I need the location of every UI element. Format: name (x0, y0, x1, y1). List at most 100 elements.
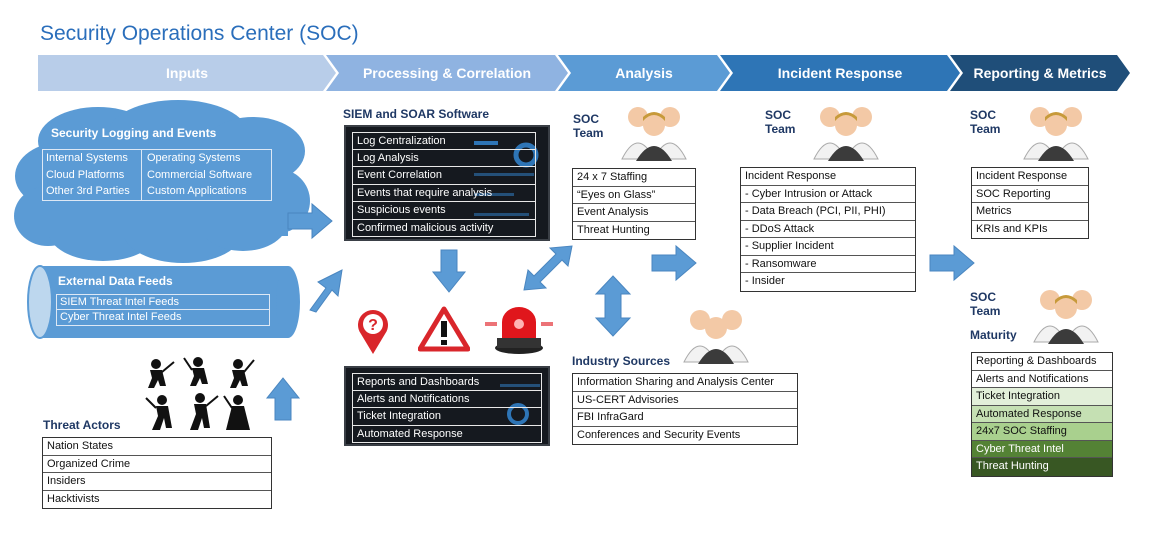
incident-item: - Insider (745, 275, 785, 287)
outputs-list: Reports and Dashboards Alerts and Notifi… (352, 373, 542, 443)
feed-item: Cyber Threat Intel Feeds (56, 310, 270, 326)
output-item: Ticket Integration (352, 408, 542, 426)
phase-incident-response: Incident Response (720, 55, 960, 91)
team-people-icon (683, 310, 749, 364)
reporting-item: KRIs and KPIs (976, 222, 1048, 235)
analysis-team-label: SOC Team (573, 112, 604, 140)
threat-actors-title: Threat Actors (43, 418, 121, 432)
analysis-item: 24 x 7 Staffing (573, 169, 695, 187)
output-item: Automated Response (352, 425, 542, 443)
analysis-item: Threat Hunting (577, 223, 650, 236)
arrow-right-icon (287, 202, 333, 240)
reporting-item: Incident Response (972, 168, 1088, 186)
industry-title: Industry Sources (572, 354, 671, 368)
maturity-item: Automated Response (972, 405, 1112, 423)
maturity-item: Cyber Threat Intel (972, 440, 1112, 458)
maturity-team-label: SOC Team (970, 290, 1001, 318)
output-item: Alerts and Notifications (352, 390, 542, 408)
warning-icon (418, 306, 470, 352)
siem-item: Event Correlation (352, 167, 536, 185)
maturity-item: Threat Hunting (972, 458, 1112, 476)
feed-item: SIEM Threat Intel Feeds (56, 294, 270, 310)
industry-item: Conferences and Security Events (577, 428, 741, 441)
cloud-shape (14, 100, 310, 263)
logging-source: Internal Systems (46, 152, 128, 164)
logging-source: Operating Systems (147, 152, 241, 164)
arrow-up-right-icon (309, 269, 343, 313)
arrow-right-icon (929, 244, 975, 282)
feeds-table: SIEM Threat Intel Feeds Cyber Threat Int… (56, 294, 270, 326)
team-people-icon (1023, 107, 1089, 161)
threat-actor-item: Hacktivists (47, 492, 100, 505)
maturity-title: Maturity (970, 328, 1017, 342)
team-people-icon (621, 107, 687, 161)
phase-banner: Inputs Processing & Correlation Analysis… (38, 55, 1130, 91)
page-title: Security Operations Center (SOC) (40, 22, 359, 45)
incident-table: Incident Response - Cyber Intrusion or A… (740, 167, 916, 292)
analysis-item: “Eyes on Glass” (573, 187, 695, 204)
siem-title: SIEM and SOAR Software (343, 107, 490, 121)
output-item: Reports and Dashboards (352, 373, 542, 391)
maturity-item: 24x7 SOC Staffing (972, 423, 1112, 441)
logging-left-column: Internal Systems Cloud Platforms Other 3… (43, 150, 142, 200)
reporting-item: SOC Reporting (972, 186, 1088, 203)
industry-table: Information Sharing and Analysis Center … (572, 373, 798, 445)
siem-item: Events that require analysis (352, 184, 536, 202)
alarm-siren-icon (485, 307, 553, 354)
incident-item: - DDoS Attack (741, 221, 915, 238)
incident-team-label: SOC Team (765, 108, 796, 136)
maturity-item: Alerts and Notifications (972, 370, 1112, 388)
outputs-panel: Reports and Dashboards Alerts and Notifi… (344, 366, 550, 446)
incident-item: - Data Breach (PCI, PII, PHI) (741, 203, 915, 221)
siem-panel: Log Centralization Log Analysis Event Co… (344, 125, 550, 241)
phase-processing: Processing & Correlation (326, 55, 568, 91)
analysis-item: Event Analysis (573, 204, 695, 222)
reporting-item: Metrics (972, 203, 1088, 221)
logging-source: Commercial Software (147, 168, 253, 181)
incident-item: Incident Response (741, 168, 915, 186)
phase-inputs: Inputs (38, 55, 336, 91)
industry-item: FBI InfraGard (573, 409, 797, 427)
phase-analysis: Analysis (558, 55, 730, 91)
analysis-table: 24 x 7 Staffing “Eyes on Glass” Event An… (572, 168, 696, 240)
ninja-silhouettes-icon (145, 357, 255, 430)
dashboard-graphic (500, 384, 540, 425)
question-pin-icon: ? (358, 310, 388, 354)
logging-right-column: Operating Systems Commercial Software Cu… (144, 150, 272, 200)
logging-source: Other 3rd Parties (46, 185, 130, 198)
siem-item: Suspicious events (352, 202, 536, 220)
phase-reporting: Reporting & Metrics (950, 55, 1130, 91)
arrow-up-icon (265, 377, 301, 421)
team-people-icon (1033, 290, 1099, 344)
maturity-table: Reporting & Dashboards Alerts and Notifi… (971, 352, 1113, 477)
arrow-right-icon (651, 244, 697, 282)
threat-actor-item: Insiders (43, 473, 271, 491)
arrow-down-icon (431, 249, 467, 293)
siem-item: Confirmed malicious activity (352, 219, 536, 237)
reporting-table: Incident Response SOC Reporting Metrics … (971, 167, 1089, 239)
siem-item: Log Centralization (352, 132, 536, 150)
maturity-item: Reporting & Dashboards (972, 353, 1112, 371)
threat-actors-table: Nation States Organized Crime Insiders H… (42, 437, 272, 509)
reporting-team-label: SOC Team (970, 108, 1001, 136)
logging-source: Cloud Platforms (46, 168, 125, 181)
svg-text:?: ? (368, 317, 378, 334)
siem-list: Log Centralization Log Analysis Event Co… (352, 132, 536, 237)
logging-title: Security Logging and Events (51, 126, 217, 140)
arrow-vertical-bidirectional-icon (594, 275, 632, 337)
industry-item: Information Sharing and Analysis Center (573, 374, 797, 392)
threat-actor-item: Organized Crime (43, 456, 271, 473)
incident-item: - Ransomware (741, 256, 915, 273)
logging-table: Internal Systems Cloud Platforms Other 3… (42, 149, 272, 201)
team-people-icon (813, 107, 879, 161)
logging-source: Custom Applications (147, 185, 247, 198)
siem-item: Log Analysis (352, 149, 536, 167)
incident-item: - Cyber Intrusion or Attack (741, 186, 915, 203)
dashboard-graphic (474, 141, 539, 216)
feeds-title: External Data Feeds (58, 274, 173, 288)
threat-actor-item: Nation States (43, 438, 271, 456)
industry-item: US-CERT Advisories (573, 392, 797, 409)
incident-item: - Supplier Incident (741, 238, 915, 256)
maturity-item: Ticket Integration (972, 388, 1112, 406)
cylinder-shape (27, 265, 300, 339)
